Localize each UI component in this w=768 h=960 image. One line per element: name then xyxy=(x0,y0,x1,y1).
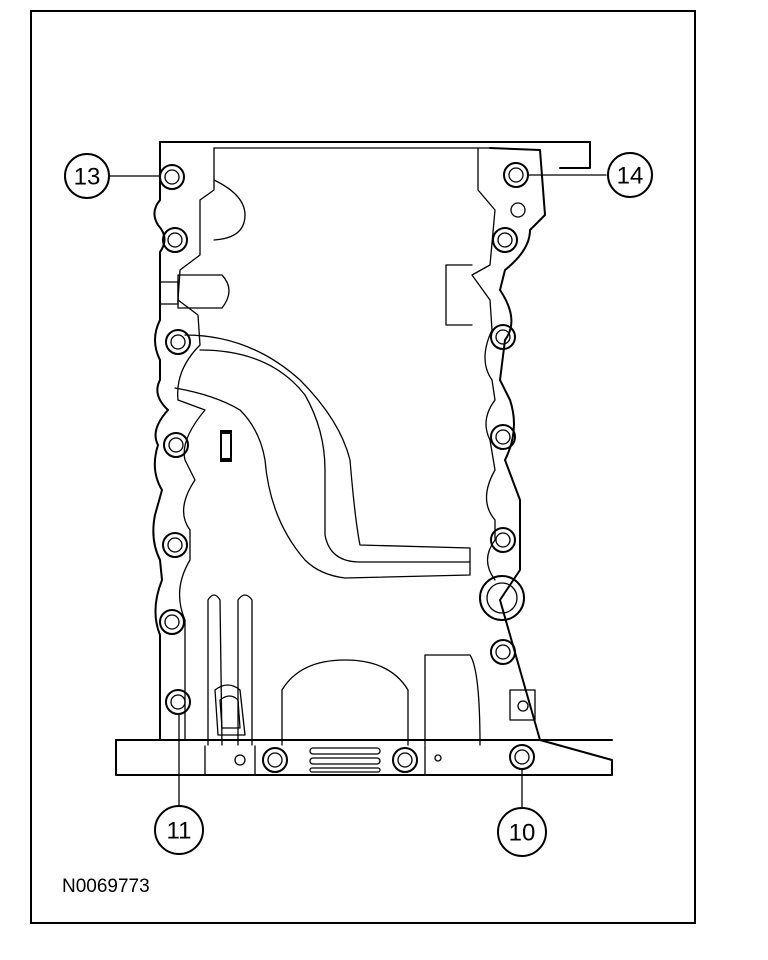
figure-frame xyxy=(30,10,696,924)
sump-channel-inner xyxy=(199,349,471,563)
oil-pan-left-flange xyxy=(115,141,613,776)
bolt-icon xyxy=(262,747,288,773)
bolt-icon xyxy=(503,162,529,188)
callout-label: 14 xyxy=(617,163,644,190)
bolt-icon xyxy=(165,329,191,355)
bolt-icon xyxy=(165,689,191,715)
bolt-icon xyxy=(490,639,516,665)
callout-10: 10 xyxy=(497,807,547,857)
bolt-icon xyxy=(510,202,526,218)
callout-13: 13 xyxy=(64,153,110,199)
logo-plate xyxy=(220,430,232,462)
bottom-pickup-region xyxy=(207,594,536,746)
bolt-pattern xyxy=(159,162,535,773)
bolt-icon xyxy=(492,227,518,253)
bolt-icon xyxy=(162,227,188,253)
oil-pan-right-inner-wall xyxy=(471,147,496,581)
bolt-icon xyxy=(163,432,189,458)
callout-14: 14 xyxy=(607,152,653,198)
bolt-icon xyxy=(159,609,185,635)
right-tab xyxy=(445,264,473,326)
bolt-icon xyxy=(392,747,418,773)
figure-id-label: N0069773 xyxy=(62,876,150,897)
top-left-lobe xyxy=(213,179,246,241)
callout-label: 11 xyxy=(167,818,192,845)
callout-label: 13 xyxy=(74,164,101,191)
oil-pan-top-rail xyxy=(159,141,591,169)
left-pipe-stub xyxy=(159,274,230,309)
drain-plug-icon xyxy=(479,575,525,621)
leader-lines xyxy=(109,174,607,809)
bolt-icon xyxy=(162,532,188,558)
bolt-icon xyxy=(509,744,535,770)
bolt-icon xyxy=(490,424,516,450)
bolt-icon xyxy=(159,164,185,190)
sump-channel-outer xyxy=(174,334,471,579)
callout-11: 11 xyxy=(154,805,204,855)
callout-label: 10 xyxy=(509,820,536,847)
bolt-icon xyxy=(490,527,516,553)
bolt-icon xyxy=(490,324,516,350)
bottom-rail xyxy=(115,739,613,776)
